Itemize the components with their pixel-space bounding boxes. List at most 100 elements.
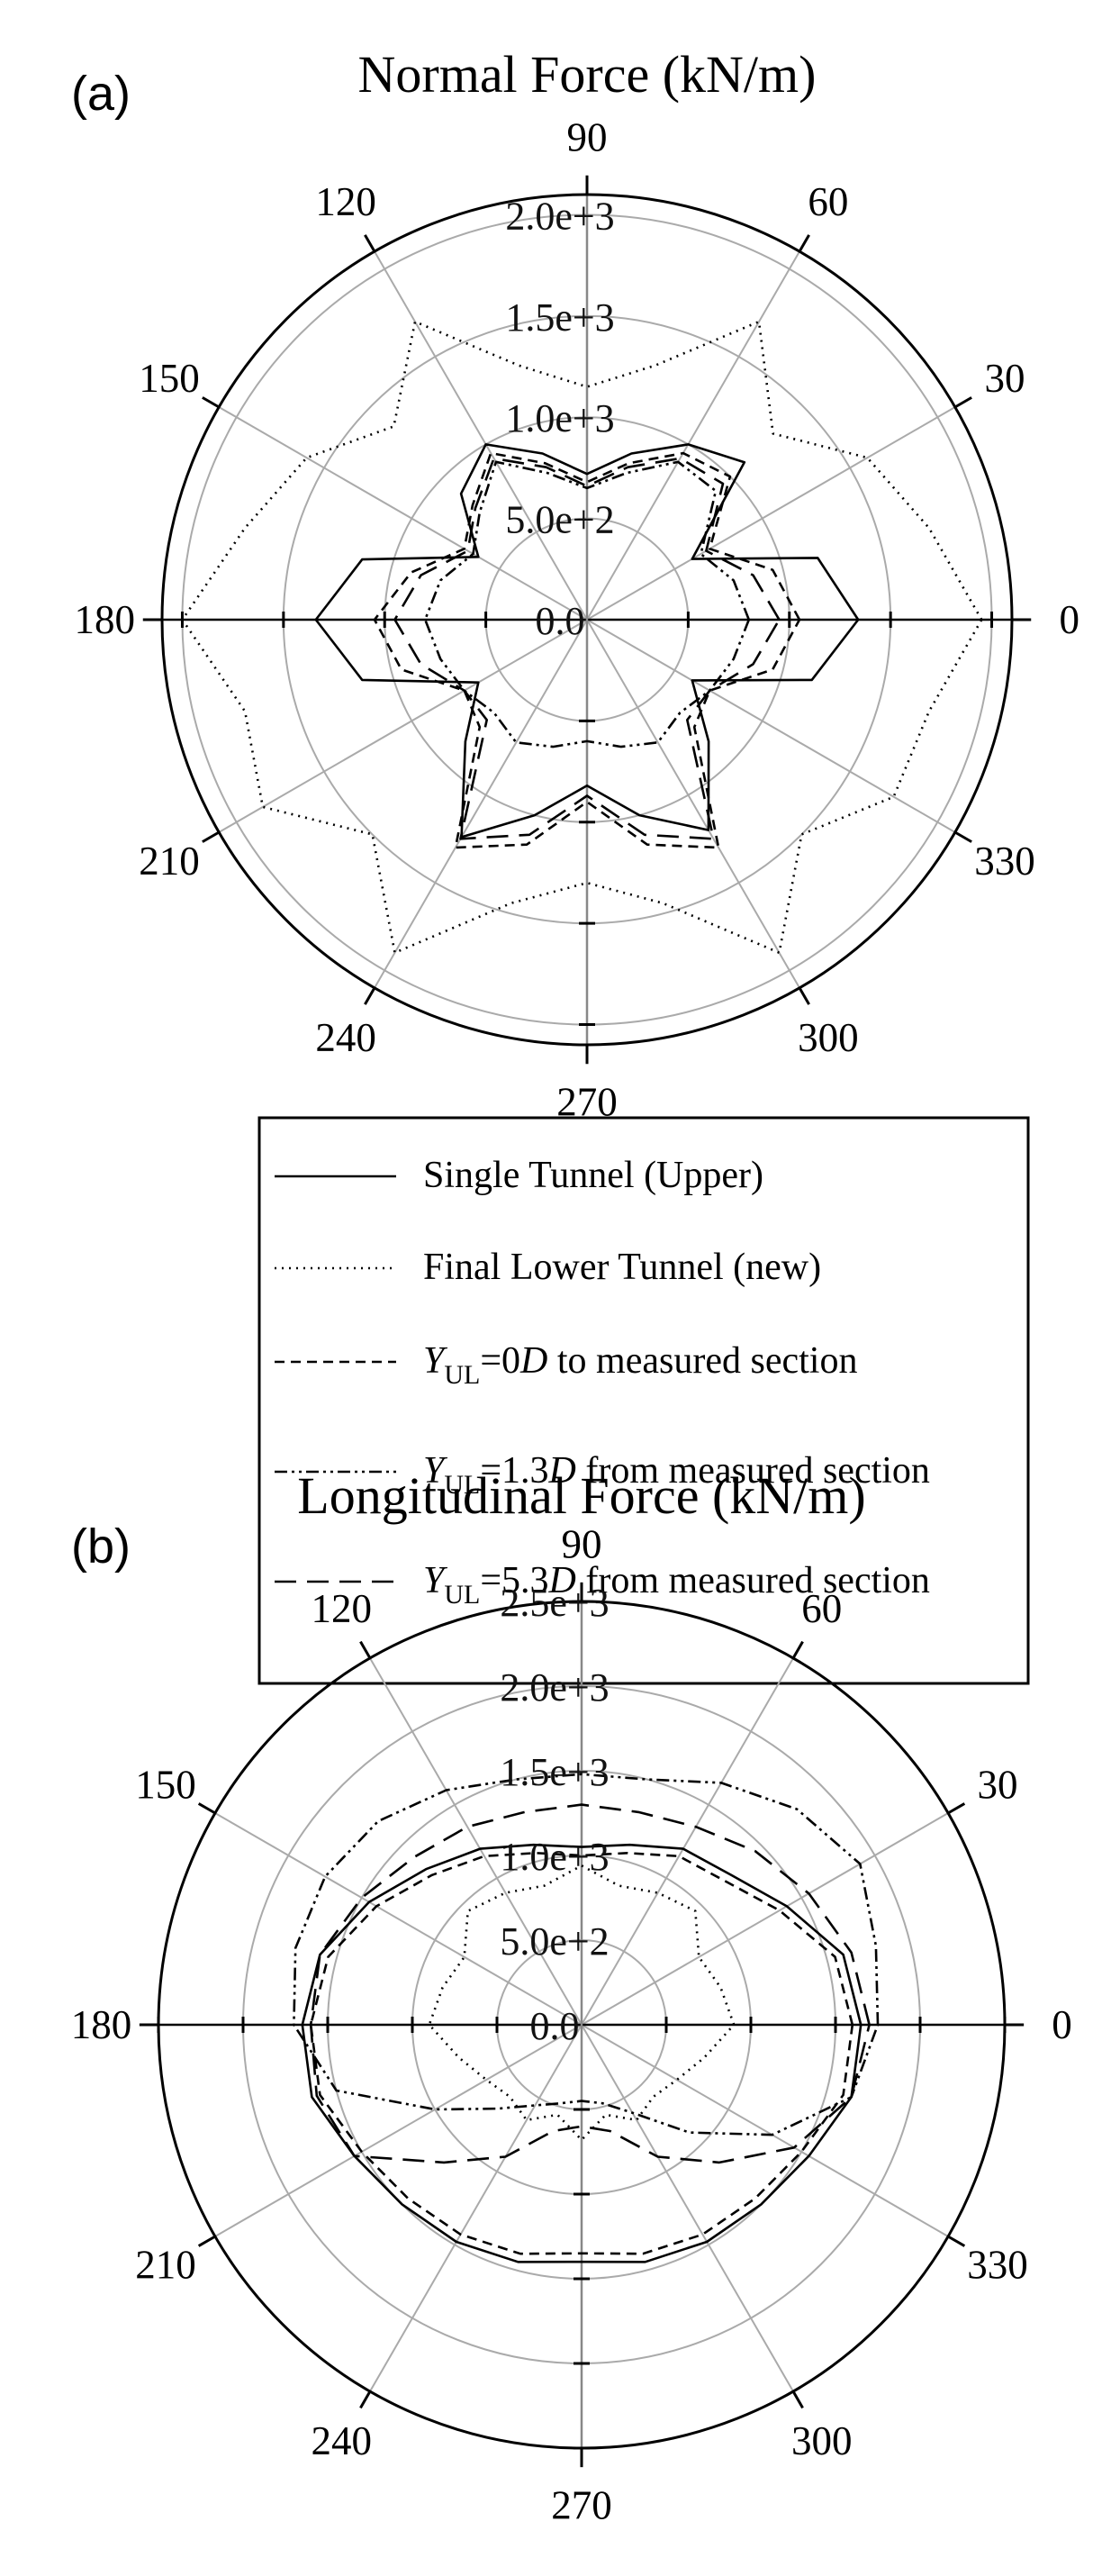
longitudinal-force-polar-chart: (b) Longitudinal Force (kN/m) 0 30 60 90 120 15… [71, 1466, 1072, 2527]
legend-eq: =5.3 [480, 1560, 548, 1601]
theta-tick-label: 120 [315, 179, 376, 224]
r-tick-label: 5.0e+2 [505, 498, 614, 542]
r-tick-label: 1.5e+3 [500, 1750, 609, 1794]
theta-tick [359, 1640, 372, 1659]
theta-tick-label: 60 [808, 179, 848, 224]
series-line-dashed [373, 451, 801, 849]
theta-tick-label: 180 [75, 597, 136, 642]
legend-text: Single Tunnel (Upper) [423, 1155, 763, 1196]
grid-spoke [374, 250, 588, 621]
theta-tick-label: 300 [791, 2418, 853, 2463]
theta-tick-label: 0 [1052, 2002, 1072, 2047]
theta-tick-label: 240 [315, 1015, 376, 1060]
legend-box [257, 1116, 1030, 1685]
theta-tick [202, 396, 220, 409]
series-line-dashdotdot [293, 1773, 880, 2136]
legend-rest: to measured section [547, 1340, 857, 1382]
theta-tick-label: 240 [312, 2418, 373, 2463]
theta-tick-label: 30 [984, 356, 1025, 401]
legend-rest: from measured section [576, 1560, 930, 1601]
theta-tick-label: 0 [1059, 597, 1079, 642]
legend-text: Final Lower Tunnel (new) [423, 1247, 821, 1288]
legend-d: D [519, 1340, 547, 1382]
r-tick-label: 2.0e+3 [505, 194, 614, 238]
r-tick-label: 2.0e+3 [500, 1665, 609, 1710]
grid-spoke [581, 2024, 949, 2237]
r-tick-label: 1.0e+3 [500, 1835, 609, 1879]
r-tick-label: 0.0 [536, 599, 585, 643]
r-tick-label: 1.0e+3 [505, 396, 614, 440]
legend-rest: from measured section [576, 1450, 930, 1492]
legend-subscript: UL [444, 1470, 480, 1500]
theta-tick-label: 270 [551, 2482, 612, 2527]
legend-symbol: Y [423, 1560, 448, 1601]
r-tick-label: 1.5e+3 [505, 295, 614, 340]
theta-tick [947, 1802, 966, 1815]
theta-tick-label: 120 [312, 1586, 373, 1631]
theta-tick [947, 2235, 966, 2247]
grid-spoke [581, 1657, 794, 2026]
theta-tick [197, 1802, 216, 1815]
theta-tick [798, 987, 810, 1005]
grid-spoke [218, 619, 588, 833]
theta-tick [359, 2390, 372, 2409]
theta-tick-label: 330 [967, 2243, 1028, 2288]
series-line-dashdotdot [423, 460, 751, 748]
grid-spoke [374, 619, 588, 989]
grid-spoke [586, 619, 956, 833]
series-line-solid [301, 1843, 863, 2263]
theta-tick-label: 90 [567, 114, 608, 159]
legend-label: Final Lower Tunnel (new) [423, 1247, 821, 1288]
theta-tick [197, 2235, 216, 2247]
series-line-solid [314, 443, 860, 839]
theta-tick-label: 150 [135, 1762, 196, 1807]
legend-symbol: Y [423, 1450, 448, 1492]
grid-spoke [369, 1657, 583, 2026]
grid-spoke [581, 2024, 794, 2392]
theta-tick-label: 60 [801, 1586, 842, 1631]
theta-tick [954, 830, 972, 843]
theta-tick [791, 2390, 804, 2409]
chart-title: Longitudinal Force (kN/m) [297, 1466, 865, 1525]
theta-tick [202, 830, 220, 843]
legend-d: D [548, 1450, 576, 1492]
legend-subscript: UL [444, 1360, 480, 1390]
theta-tick-label: 180 [71, 2002, 132, 2047]
grid-spoke [214, 1812, 583, 2026]
theta-tick [954, 396, 972, 409]
grid-spoke [586, 619, 800, 989]
legend-label: YUL=1.3D from measured section [423, 1450, 930, 1500]
series-line-dotted [181, 320, 983, 955]
legend-eq: =1.3 [480, 1450, 548, 1492]
theta-tick-label: 210 [135, 2243, 196, 2288]
grid-spoke [586, 406, 956, 621]
theta-tick [364, 987, 376, 1005]
panel-label: (a) [71, 67, 131, 121]
legend-d: D [548, 1560, 576, 1601]
legend: Single Tunnel (Upper) Final Lower Tunnel … [257, 1116, 1030, 1685]
theta-tick-label: 30 [977, 1762, 1017, 1807]
legend-label: YUL=0D to measured section [423, 1340, 857, 1390]
series-line-longdash [309, 1803, 871, 2164]
legend-label: YUL=5.3D from measured section [423, 1560, 930, 1610]
grid-spoke [581, 1812, 949, 2026]
theta-tick-label: 150 [139, 356, 200, 401]
legend-eq: =0 [480, 1340, 520, 1382]
r-tick-label: 2.5e+3 [500, 1581, 609, 1625]
panel-label: (b) [71, 1519, 131, 1574]
grid-spoke [369, 2024, 583, 2392]
grid-spoke [586, 250, 800, 621]
theta-tick-label: 300 [798, 1015, 859, 1060]
series-line-longdash [393, 457, 781, 840]
legend-label: Single Tunnel (Upper) [423, 1155, 763, 1196]
chart-title: Normal Force (kN/m) [358, 45, 817, 104]
theta-tick [791, 1640, 804, 1659]
grid-spoke [218, 406, 588, 621]
theta-tick-label: 330 [974, 839, 1035, 884]
r-tick-label: 5.0e+2 [500, 1919, 609, 1964]
theta-tick-label: 210 [139, 839, 200, 884]
theta-tick-label: 90 [562, 1522, 602, 1567]
normal-force-polar-chart: (a) Normal Force (kN/m) 0 30 60 90 120 150 180 21… [71, 45, 1079, 1125]
r-tick-label: 0.0 [530, 2004, 580, 2048]
